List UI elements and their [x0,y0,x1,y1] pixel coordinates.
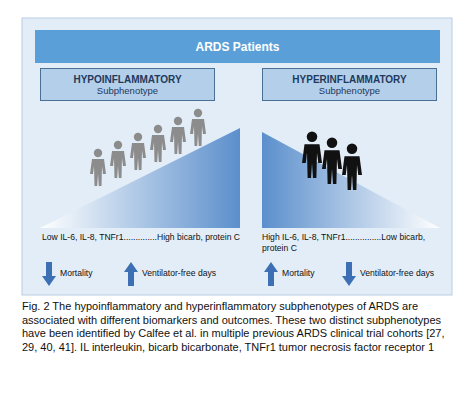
biomarker-label: High IL-6, IL-8, TNFr1...............Low… [262,232,447,254]
gradient-triangle [262,132,440,228]
outcome-label: Ventilator-free days [142,268,252,279]
outcome-label: Mortality [282,268,342,279]
outcome-label: Ventilator-free days [360,268,460,279]
box-heading: HYPOINFLAMMATORY [73,74,181,85]
people-icons [302,132,362,191]
figure-caption: Fig. 2 The hypoinflammatory and hyperinf… [22,300,452,354]
biomarker-label: Low IL-6, IL-8, TNFr1..............High … [42,232,247,243]
subphenotype-box: HYPERINFLAMMATORYSubphenotype [262,68,437,101]
box-subtext: Subphenotype [319,85,380,96]
box-heading: HYPERINFLAMMATORY [292,74,406,85]
box-heading: ARDS Patients [195,40,279,54]
panel [22,18,452,295]
trend-arrows [42,262,356,286]
people-icons [90,109,206,186]
subphenotype-box: HYPOINFLAMMATORYSubphenotype [40,68,215,101]
group-band: ARDS Patients [35,30,440,63]
outcome-label: Mortality [60,268,130,279]
box-subtext: Subphenotype [97,85,158,96]
gradient-triangle [40,128,240,228]
